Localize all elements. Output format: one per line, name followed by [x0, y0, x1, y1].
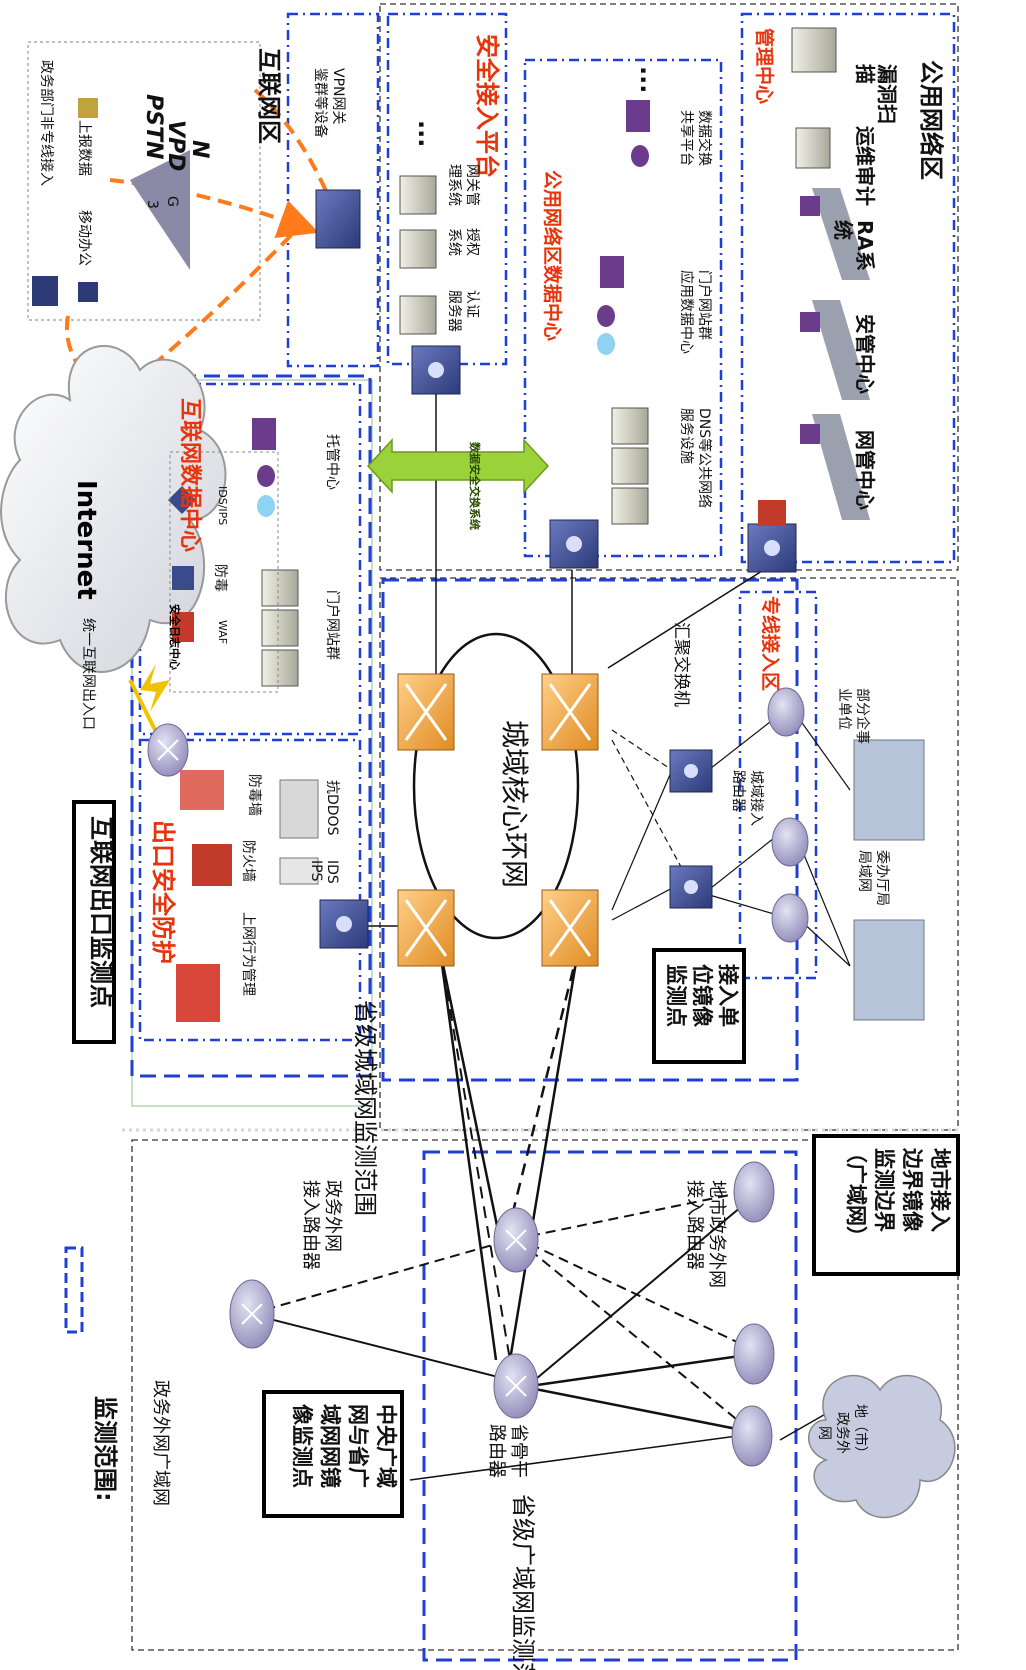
city-cloud-label-3: 网 — [816, 1426, 832, 1440]
ra-label-2: 统 — [831, 220, 854, 240]
internet-exit-callout: 互联网出口监测点 — [72, 800, 116, 1044]
metro-core-label: 城域核心环网 — [498, 720, 530, 888]
portal-dc-label-2: 应用数据中心 — [678, 270, 694, 354]
backbone-label-2: 路由器 — [485, 1424, 506, 1478]
unified-entry-label: 统一互联网出入口 — [80, 618, 96, 730]
ids-label: IDS — [324, 860, 340, 884]
internet-exit-callout-text: 互联网出口监测点 — [86, 816, 114, 1008]
antivirus-label: 防毒 — [212, 564, 228, 592]
security-access-label: 安全接入平台 — [472, 34, 500, 178]
private-line-label: 专线接入区 — [758, 596, 780, 691]
behavior-mgmt-label: 上网行为管理 — [240, 912, 256, 996]
ids-ips-top-label: IDS/IPS — [215, 486, 228, 525]
public-dc-label: 公用网络区数据中心 — [540, 170, 562, 341]
vuln-scan-label-1: 漏洞扫 — [875, 64, 898, 124]
security-log-label: 安全日志中心 — [167, 604, 180, 670]
n-label: N — [187, 140, 212, 158]
anti-ddos-label: 抗DDOS — [324, 780, 340, 835]
access-unit-callout-l1: 接入单 — [716, 964, 740, 1027]
city-border-callout: 地市接入 边界镜像 监测边界 （广域网） — [812, 1134, 960, 1276]
gov-dept-label: 政务部门非专线接入 — [38, 60, 54, 186]
internet-dc-label: 互联网数据中心 — [177, 398, 202, 552]
city-border-callout-l3: 监测边界 — [872, 1148, 896, 1232]
enterprise-label-1: 部分企事 — [854, 688, 870, 744]
authz-label-2: 系统 — [446, 228, 462, 256]
dns-label-2: 服务设施 — [678, 408, 694, 464]
backbone-label-1: 省骨干 — [507, 1424, 528, 1478]
authz-label-1: 授权 — [464, 228, 480, 256]
public-dc-ellipsis: ... — [634, 66, 662, 93]
gov-ext-wan-label: 政务外网广域网 — [149, 1380, 170, 1506]
central-wan-callout-l2: 网与省广 — [346, 1404, 370, 1488]
ips-label: IPS — [308, 860, 324, 881]
city-border-callout-l2: 边界镜像 — [900, 1148, 924, 1232]
internet-zone-label: 互联网区 — [254, 48, 282, 144]
netmgmt-label: 网管中心 — [853, 430, 876, 510]
vuln-scan-label-2: 描 — [853, 64, 876, 84]
metro-access-label-2: 路由器 — [730, 770, 746, 812]
gov-ext-access-label-1: 政务外网 — [321, 1180, 342, 1252]
city-cloud-label-1: 地（市） — [852, 1404, 868, 1460]
vpn-gateway-label-1: VPN网关 — [330, 68, 346, 125]
vpd-label: VPD — [163, 120, 188, 171]
central-wan-callout: 中央广域 网与省广 域网网镜 像监测点 — [262, 1390, 404, 1518]
monitor-range-label: 监测范围: — [90, 1396, 118, 1502]
auth-label-2: 服务器 — [446, 290, 462, 332]
portal-group-label: 门户网站群 — [324, 590, 340, 660]
antivirus-wall-label: 防毒墙 — [246, 774, 262, 816]
firewall-label: 防火墙 — [240, 840, 256, 882]
secmgmt-label: 安管中心 — [853, 314, 876, 394]
central-wan-callout-l1: 中央广域 — [374, 1404, 398, 1488]
provincial-wan-monitor-label: 省级广域网监测范围 — [508, 1494, 536, 1670]
commission-label-2: 局域网 — [856, 850, 872, 892]
hosting-center-label: 托管中心 — [324, 434, 340, 490]
access-unit-callout-l3: 监测点 — [664, 964, 688, 1027]
gwmgmt-label-1: 网关管 — [464, 164, 480, 206]
auth-label-1: 认证 — [464, 290, 480, 318]
ops-audit-label: 运维审计 — [853, 126, 876, 206]
sap-ellipsis: ... — [412, 120, 440, 147]
report-data-label: 上报数据 — [76, 120, 92, 176]
ra-label-1: RA系 — [853, 220, 876, 271]
commission-label-1: 委办厅局 — [874, 850, 890, 906]
data-exchange-label-2: 共享平台 — [678, 110, 694, 166]
city-border-callout-l4: （广域网） — [844, 1142, 868, 1247]
access-unit-callout-l2: 位镜像 — [690, 964, 714, 1027]
city-access-label-2: 接入路由器 — [683, 1180, 704, 1270]
provincial-metro-monitor-label: 省级城域网监测范围 — [350, 1000, 378, 1216]
internet-label: Internet — [70, 480, 100, 600]
data-exchange-system-label: 数据安全交换系统 — [467, 442, 480, 530]
tower-g-label: G — [164, 196, 180, 207]
data-exchange-label-1: 数据交换 — [696, 110, 712, 166]
central-wan-callout-l4: 像监测点 — [290, 1404, 314, 1488]
gwmgmt-label-2: 理系统 — [446, 164, 462, 206]
access-unit-callout: 接入单 位镜像 监测点 — [652, 948, 746, 1064]
gov-ext-access-label-2: 接入路由器 — [299, 1180, 320, 1270]
aggregation-label: 汇聚交换机 — [670, 622, 690, 707]
waf-label: WAF — [215, 620, 228, 644]
public-zone-label: 公用网络区 — [916, 60, 944, 180]
metro-access-label-1: 城域接入 — [748, 770, 764, 826]
tower-3-label: 3 — [144, 200, 160, 209]
exit-security-label: 出口安全防护 — [148, 820, 176, 964]
mobile-office-label: 移动办公 — [76, 210, 92, 266]
enterprise-label-2: 业单位 — [836, 688, 852, 730]
city-cloud-label-2: 政务外 — [834, 1412, 850, 1454]
central-wan-callout-l3: 域网网镜 — [318, 1404, 342, 1488]
dns-label-1: DNS等公共网络 — [696, 408, 712, 508]
mgmt-center-label: 管理中心 — [752, 28, 774, 104]
vpn-gateway-label-2: 鉴群等设备 — [312, 68, 328, 138]
city-border-callout-l1: 地市接入 — [928, 1148, 952, 1232]
portal-dc-label-1: 门户网站群 — [696, 270, 712, 340]
city-access-label-1: 地市政务外网 — [705, 1180, 726, 1288]
